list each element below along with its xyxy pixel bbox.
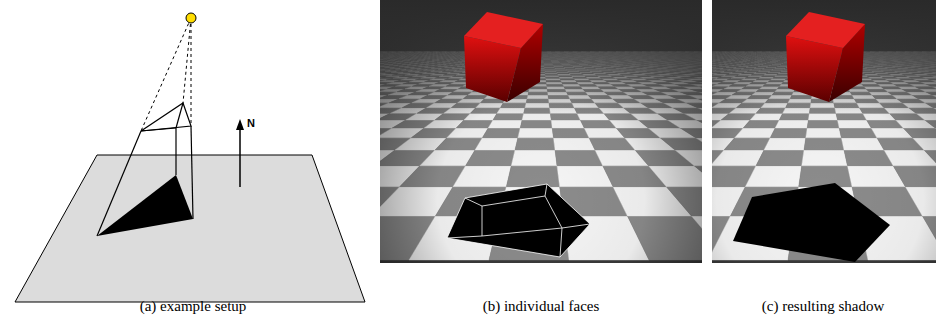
object-edge [141,128,176,131]
light-ray [183,18,191,103]
object-edge [175,128,176,175]
normal-arrow [239,128,241,187]
ground-plane [15,155,365,302]
background [380,0,702,263]
object-edge [191,126,193,219]
projection-line [97,131,141,236]
arrow-head [236,119,244,130]
light-ray [141,18,191,131]
shadow-polygon [97,175,193,236]
occluder-top [141,103,191,131]
render-individual-faces [380,0,702,263]
example-setup [15,13,365,302]
object-edge [176,103,183,128]
light-source [186,13,196,23]
light-ray [191,18,192,126]
